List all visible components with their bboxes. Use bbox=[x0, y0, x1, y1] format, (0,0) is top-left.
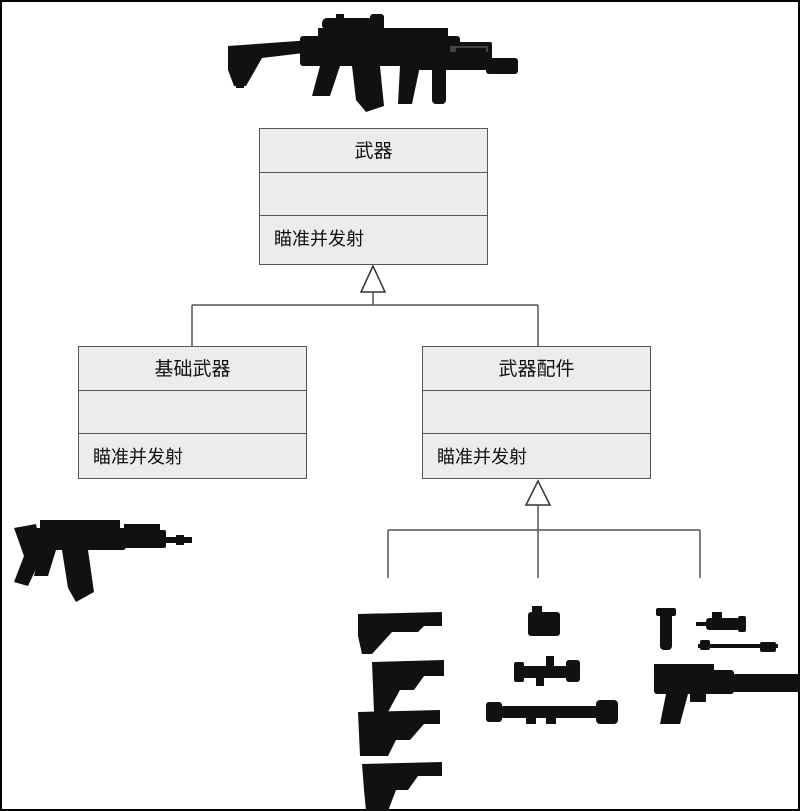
class-weapon-accessory-attributes bbox=[423, 391, 650, 434]
class-weapon-attributes bbox=[260, 173, 487, 216]
class-base-weapon-attributes bbox=[79, 391, 306, 434]
class-base-weapon: 基础武器 瞄准并发射 bbox=[78, 346, 307, 479]
class-weapon-accessory: 武器配件 瞄准并发射 bbox=[422, 346, 651, 479]
class-base-weapon-name: 基础武器 bbox=[79, 347, 306, 391]
class-weapon-accessory-name: 武器配件 bbox=[423, 347, 650, 391]
class-weapon: 武器 瞄准并发射 bbox=[259, 128, 488, 265]
class-base-weapon-operation: 瞄准并发射 bbox=[93, 447, 183, 468]
class-weapon-operation: 瞄准并发射 bbox=[274, 229, 364, 250]
class-weapon-name: 武器 bbox=[260, 129, 487, 173]
class-weapon-accessory-operation: 瞄准并发射 bbox=[437, 447, 527, 468]
